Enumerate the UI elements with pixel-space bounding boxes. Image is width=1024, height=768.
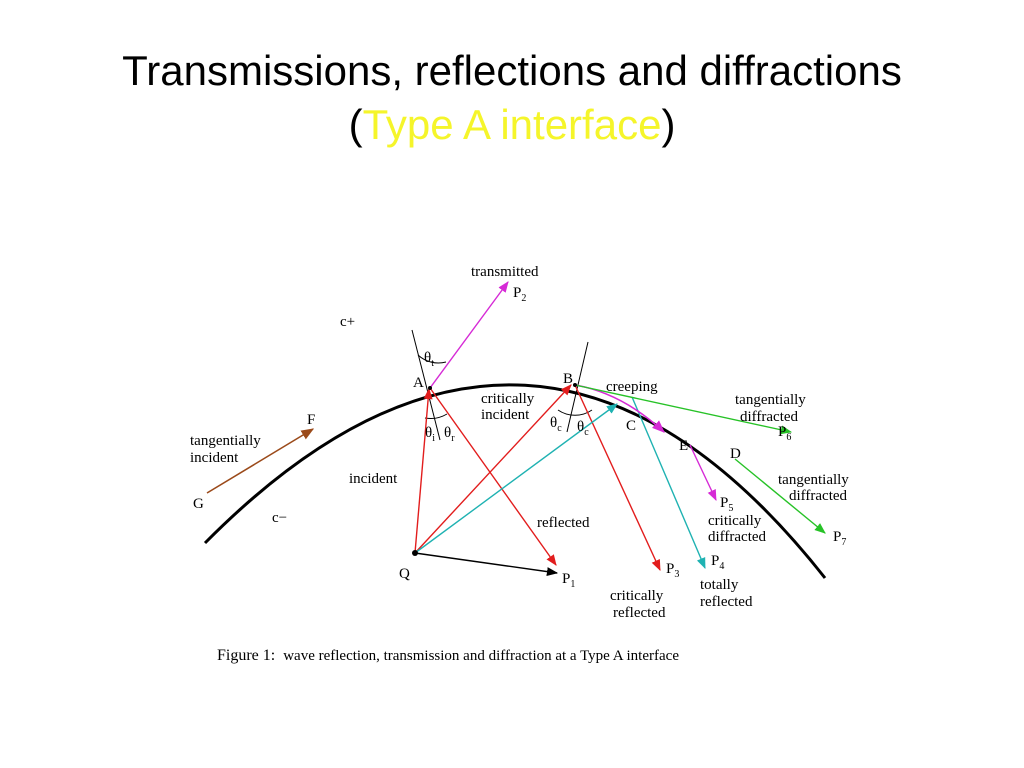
title-line-2: (Type A interface): [0, 98, 1024, 152]
title-open-paren: (: [348, 101, 363, 148]
caption-text: wave reflection, transmission and diffra…: [283, 648, 679, 664]
angle-arc-theta-i-r: [424, 413, 448, 419]
figure-caption: Figure 1: wave reflection, transmission a…: [217, 647, 679, 664]
point-g-label: G: [193, 496, 204, 512]
totally-reflected-ray: [631, 396, 706, 570]
critically-reflected-label: critically reflected: [610, 588, 667, 621]
point-q-dot: [412, 550, 418, 556]
interface-curve: [203, 383, 827, 579]
point-p5-label: P5: [720, 495, 733, 514]
point-a-label: A: [413, 375, 424, 391]
medium-minus-label: c−: [272, 510, 287, 526]
angle-arc-theta-t: [417, 354, 447, 364]
q-to-p1-ray: [414, 552, 559, 577]
reflected-ray-red: [429, 387, 557, 566]
critically-diffracted-label: critically diffracted: [708, 513, 767, 545]
point-p6-label: P6: [778, 424, 791, 443]
normal-line-b: [566, 341, 589, 433]
normal-line-a: [411, 329, 441, 441]
point-f-label: F: [307, 412, 315, 428]
caption-prefix: Figure 1:: [217, 647, 275, 664]
incident-label: incident: [349, 471, 398, 487]
point-d-label: D: [730, 446, 741, 462]
theta-r-label: θr: [444, 425, 455, 444]
theta-c-label-2: θc: [577, 419, 589, 438]
point-p3-label: P3: [666, 561, 679, 580]
tangentially-diffracted-ray-right: [734, 458, 826, 534]
point-a-dot: [428, 386, 432, 390]
critically-incident-ray: [414, 384, 572, 554]
tangentially-diffracted-top-label: tangentially diffracted: [735, 392, 810, 425]
incident-ray-red: [414, 387, 433, 554]
point-e-label: E: [679, 438, 688, 454]
point-p2-label: P2: [513, 285, 526, 304]
tangentially-diffracted-ray-top: [574, 384, 793, 435]
point-c-label: C: [626, 418, 636, 434]
theta-c-label-1: θc: [550, 415, 562, 434]
point-p1-label: P1: [562, 571, 575, 590]
reflected-label: reflected: [537, 515, 590, 531]
angle-arc-theta-c: [557, 409, 593, 416]
point-p4-label: P4: [711, 553, 724, 572]
title-accent: Type A interface: [362, 101, 662, 148]
point-b-label: B: [563, 371, 573, 387]
critically-reflected-ray: [574, 384, 661, 572]
transmitted-ray: [429, 281, 509, 389]
critically-diffracted-ray: [689, 444, 717, 502]
point-b-dot: [573, 383, 577, 387]
tangentially-incident-label: tangentially incident: [190, 433, 265, 466]
slide-title: Transmissions, reflections and diffracti…: [0, 44, 1024, 152]
point-p7-label: P7: [833, 529, 846, 548]
theta-i-label: θi: [425, 425, 435, 444]
title-line-1: Transmissions, reflections and diffracti…: [122, 47, 902, 94]
tangentially-diffracted-right-label: tangentially diffracted: [778, 472, 853, 504]
totally-reflected-label: totally reflected: [700, 577, 753, 610]
medium-plus-label: c+: [340, 314, 355, 330]
point-q-label: Q: [399, 566, 410, 582]
title-close-paren: ): [661, 101, 676, 148]
critically-incident-label: critically incident: [481, 391, 538, 423]
creeping-label: creeping: [606, 379, 658, 395]
theta-t-label: θt: [424, 350, 434, 369]
tangentially-incident-ray: [206, 428, 315, 494]
teal-incident-ray: [414, 403, 618, 554]
transmitted-label: transmitted: [471, 264, 539, 280]
